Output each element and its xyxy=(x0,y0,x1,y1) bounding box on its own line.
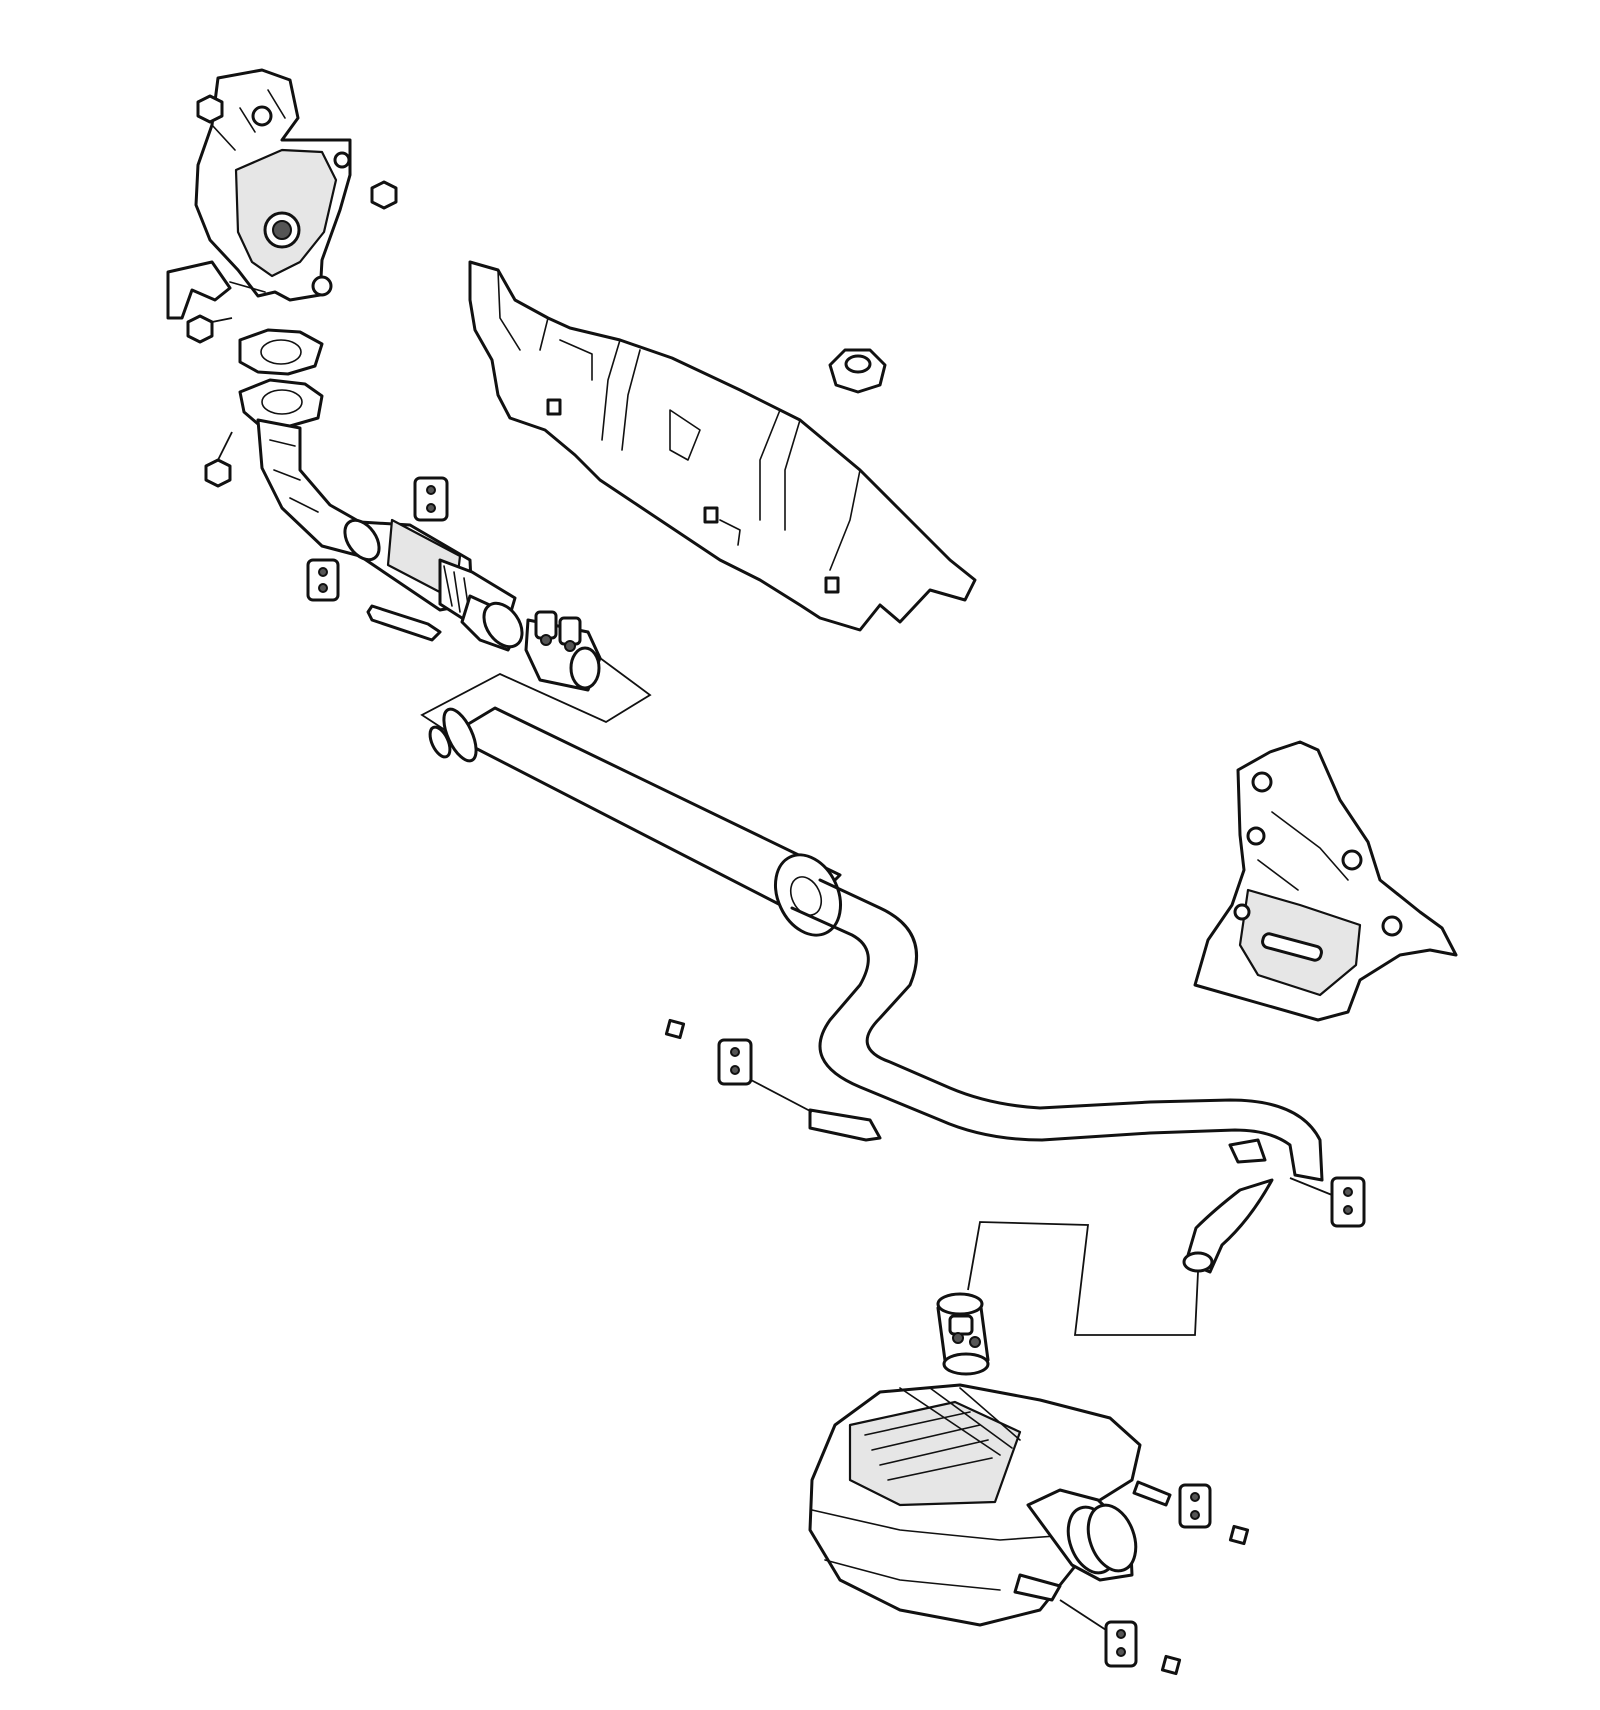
center-tunnel-heat-shield xyxy=(468,260,977,632)
hanger-icon xyxy=(306,558,340,602)
hanger-icon xyxy=(1059,1599,1138,1668)
hanger-icon xyxy=(1289,1176,1366,1228)
hanger-icon xyxy=(413,476,449,522)
center-muffler-pipe xyxy=(428,706,1324,1182)
nut-icon xyxy=(828,348,887,394)
flange-icon xyxy=(238,378,324,428)
nut-icon xyxy=(204,431,233,488)
manifold-heat-shield xyxy=(166,68,352,320)
nut-icon xyxy=(1160,1524,1250,1676)
leader-line xyxy=(967,1221,1199,1336)
intermediate-pipe xyxy=(1182,1178,1274,1274)
hanger-icon xyxy=(717,1038,813,1113)
rear-muffler-tailpipe xyxy=(808,1383,1172,1627)
hanger-icon xyxy=(1178,1483,1212,1529)
bolt-icon xyxy=(186,314,233,344)
clamp-rear xyxy=(936,1292,990,1376)
rear-heat-shield xyxy=(1193,740,1458,1022)
leader-line xyxy=(420,657,652,731)
nut-icon xyxy=(664,1018,686,1040)
front-pipe-catalytic-converter xyxy=(256,418,524,652)
nut-icon xyxy=(196,94,398,210)
clamp-front xyxy=(524,610,602,692)
gasket-icon xyxy=(238,328,324,376)
